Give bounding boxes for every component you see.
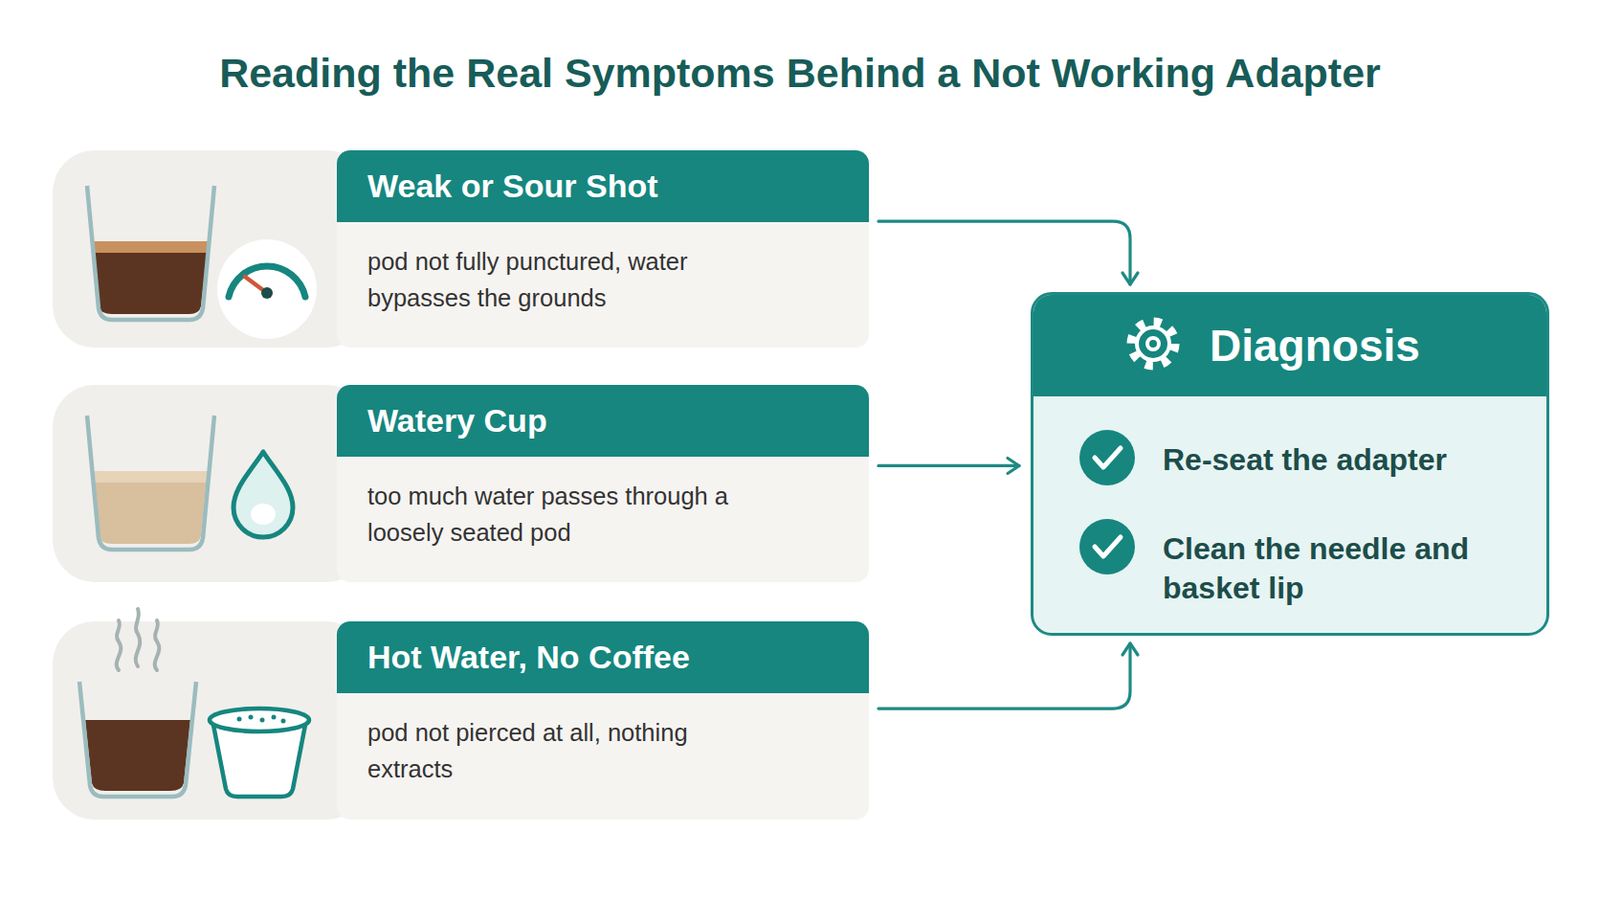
connector-arrow [878,643,1131,709]
steam-line [155,620,160,670]
illustration-panel [52,150,369,348]
symptom-card: Watery Cuptoo much water passes through … [336,384,869,582]
glass-outline [87,185,215,320]
watery-surface [91,470,208,483]
pod-hole [248,714,254,720]
pod-hole [260,717,266,723]
connector-arrow [878,221,1131,285]
symptom-card: Weak or Sour Shotpod not fully punctured… [336,150,869,348]
action-item: Clean the needle and basket lip [1162,529,1479,608]
glass-outline [87,415,215,550]
diagram-title: Reading the Real Symptoms Behind a Not W… [0,49,1600,97]
water-droplet [233,451,293,537]
diagnosis-title: Diagnosis [1209,318,1421,373]
pod-lid [209,708,310,732]
steam-line [135,608,141,667]
glass-outline [79,681,197,797]
coffee-crema [91,241,209,253]
illustration-panel [52,384,369,582]
card-description: too much water passes through a loosely … [336,456,781,551]
steam-line [116,620,122,670]
card-heading: Hot Water, No Coffee [336,621,869,693]
coffee-liquid [92,246,208,314]
pod-hole [281,718,287,724]
card-heading: Watery Cup [336,384,869,457]
action-item: Re-seat the adapter [1162,440,1479,480]
symptom-card: Hot Water, No Coffeepod not pierced at a… [336,621,869,820]
hot-liquid [85,719,191,791]
gauge-background [217,239,317,339]
watery-liquid [92,476,207,544]
pod-hole [237,716,243,722]
diagnosis-box: DiagnosisRe-seat the adapterClean the ne… [1030,291,1550,636]
pod-hole [271,714,277,720]
card-heading: Weak or Sour Shot [336,150,869,223]
card-description: pod not fully punctured, water bypasses … [336,222,730,316]
card-description: pod not pierced at all, nothing extracts [336,692,693,787]
droplet-highlight [250,503,276,525]
gauge-pivot [261,287,273,299]
illustration-panel [52,621,369,820]
connector-arrow [878,464,1020,467]
